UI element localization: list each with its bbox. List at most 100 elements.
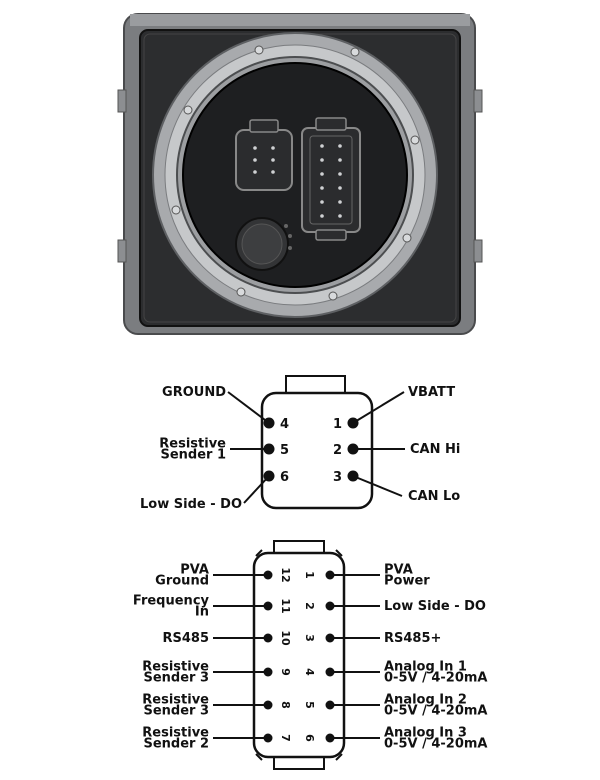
pin-5-label-line-1: Resistive: [159, 437, 226, 452]
pin-4-number: 4: [303, 668, 316, 676]
rear-housing: [182, 62, 408, 288]
connector-6pin-pin-2: 2 CAN Hi: [333, 442, 460, 458]
pin-5-label-line-2: 0-5V / 4-20mA: [384, 704, 488, 719]
mount-tab-left-top: [117, 89, 127, 113]
pin-6-label-line-1: Analog In 3: [384, 726, 467, 741]
pin-3-number: 3: [303, 634, 316, 642]
pin-5-label-line-1: Analog In 2: [384, 693, 467, 708]
pin-2-number: 2: [303, 602, 316, 610]
pin-7-dot: [263, 733, 273, 743]
mount-tab-right-bottom: [473, 239, 483, 263]
pin-1-dot: [347, 417, 359, 429]
pin-10-number: 10: [279, 630, 292, 646]
mount-tab-left-bottom: [117, 239, 127, 263]
connector-12pin-socket: [301, 117, 361, 241]
pin-2-number: 2: [333, 443, 342, 458]
pin-7-number: 7: [279, 734, 292, 742]
pin-4-dot: [263, 417, 275, 429]
connector-6pin-pin-1: 1 VBATT: [333, 385, 455, 432]
pin-3-label-line-1: CAN Lo: [408, 489, 460, 504]
pin-8-label-line-2: Sender 3: [143, 704, 209, 719]
connector-12pin-diagram: 12PVAGround11FrequencyIn10RS4859Resistiv…: [133, 540, 488, 770]
pin-4-number: 4: [280, 417, 289, 432]
pin-1-label-line-2: Power: [384, 574, 430, 589]
pin-4-dot: [325, 667, 335, 677]
pin-3-leader: [352, 475, 403, 497]
pin-5-label-line-2: Sender 1: [160, 448, 226, 463]
pin-1-dot: [325, 570, 335, 580]
pin-2-dot: [347, 443, 359, 455]
vent-port: [235, 217, 292, 271]
pin-1-number: 1: [333, 417, 342, 432]
pin-7-label-line-2: Sender 2: [143, 737, 209, 752]
pin-6-dot: [263, 470, 275, 482]
connector-12pin-pin-3: 3 RS485+: [303, 631, 441, 646]
pin-11-label-line-2: In: [195, 605, 209, 620]
device-top-lip: [130, 14, 470, 26]
pin-2-label-line-1: CAN Hi: [410, 442, 460, 457]
pin-3-label-line-1: RS485+: [384, 631, 441, 646]
connector-12pin-latch-top: [273, 540, 325, 554]
pin-3-dot: [325, 633, 335, 643]
pin-1-number: 1: [303, 571, 316, 579]
pin-11-number: 11: [279, 598, 292, 613]
pin-5-dot: [263, 443, 275, 455]
pin-9-number: 9: [279, 668, 292, 676]
pin-9-dot: [263, 667, 273, 677]
connector-12pin-latch-bottom: [273, 756, 325, 770]
pin-4-leader: [227, 391, 270, 424]
pin-4-label-line-1: GROUND: [162, 385, 226, 400]
pin-10-dot: [263, 633, 273, 643]
pin-10-label-line-1: RS485: [162, 631, 209, 646]
pin-6-label-line-2: 0-5V / 4-20mA: [384, 737, 488, 752]
pin-6-number: 6: [303, 734, 316, 742]
pin-12-label-line-1: PVA: [180, 563, 209, 578]
pin-6-label-line-1: Low Side - DO: [140, 497, 242, 512]
pin-8-dot: [263, 700, 273, 710]
pin-1-label-line-1: VBATT: [408, 385, 455, 400]
pin-4-label-line-1: Analog In 1: [384, 660, 467, 675]
pin-12-label-line-2: Ground: [155, 574, 209, 589]
pin-7-label-line-1: Resistive: [142, 726, 209, 741]
pin-11-dot: [263, 601, 273, 611]
pin-8-label-line-1: Resistive: [142, 693, 209, 708]
pin-5-dot: [325, 700, 335, 710]
connector-12pin-pin-10: 10 RS485: [162, 630, 292, 646]
connector-12pin-pin-5: 5 Analog In 20-5V / 4-20mA: [303, 693, 488, 719]
pin-12-number: 12: [279, 567, 292, 582]
pin-4-label-line-2: 0-5V / 4-20mA: [384, 671, 488, 686]
connector-12pin-pin-2: 2 Low Side - DO: [303, 599, 486, 614]
connector-12pin-pin-6: 6 Analog In 30-5V / 4-20mA: [303, 726, 488, 752]
pin-6-number: 6: [280, 470, 289, 485]
connector-6pin-pin-4: 4 GROUND: [162, 385, 289, 432]
pin-9-label-line-1: Resistive: [142, 660, 209, 675]
pin-2-label-line-1: Low Side - DO: [384, 599, 486, 614]
ring-screws: [171, 45, 420, 301]
pin-5-number: 5: [280, 443, 289, 458]
device-rear-view: [117, 13, 483, 335]
pin-6-leader: [243, 475, 270, 504]
pin-1-label-line-1: PVA: [384, 563, 413, 578]
pin-11-label-line-1: Frequency: [133, 594, 210, 609]
connector-6pin-body: [260, 391, 374, 510]
pin-9-label-line-2: Sender 3: [143, 671, 209, 686]
pin-5-number: 5: [303, 701, 316, 709]
pin-3-number: 3: [333, 470, 342, 485]
pin-8-number: 8: [279, 701, 292, 709]
pin-1-leader: [352, 391, 405, 424]
connector-12pin-pin-4: 4 Analog In 10-5V / 4-20mA: [303, 660, 488, 686]
connector-6pin-latch: [285, 375, 346, 393]
pin-2-dot: [325, 601, 335, 611]
mount-tab-right-top: [473, 89, 483, 113]
